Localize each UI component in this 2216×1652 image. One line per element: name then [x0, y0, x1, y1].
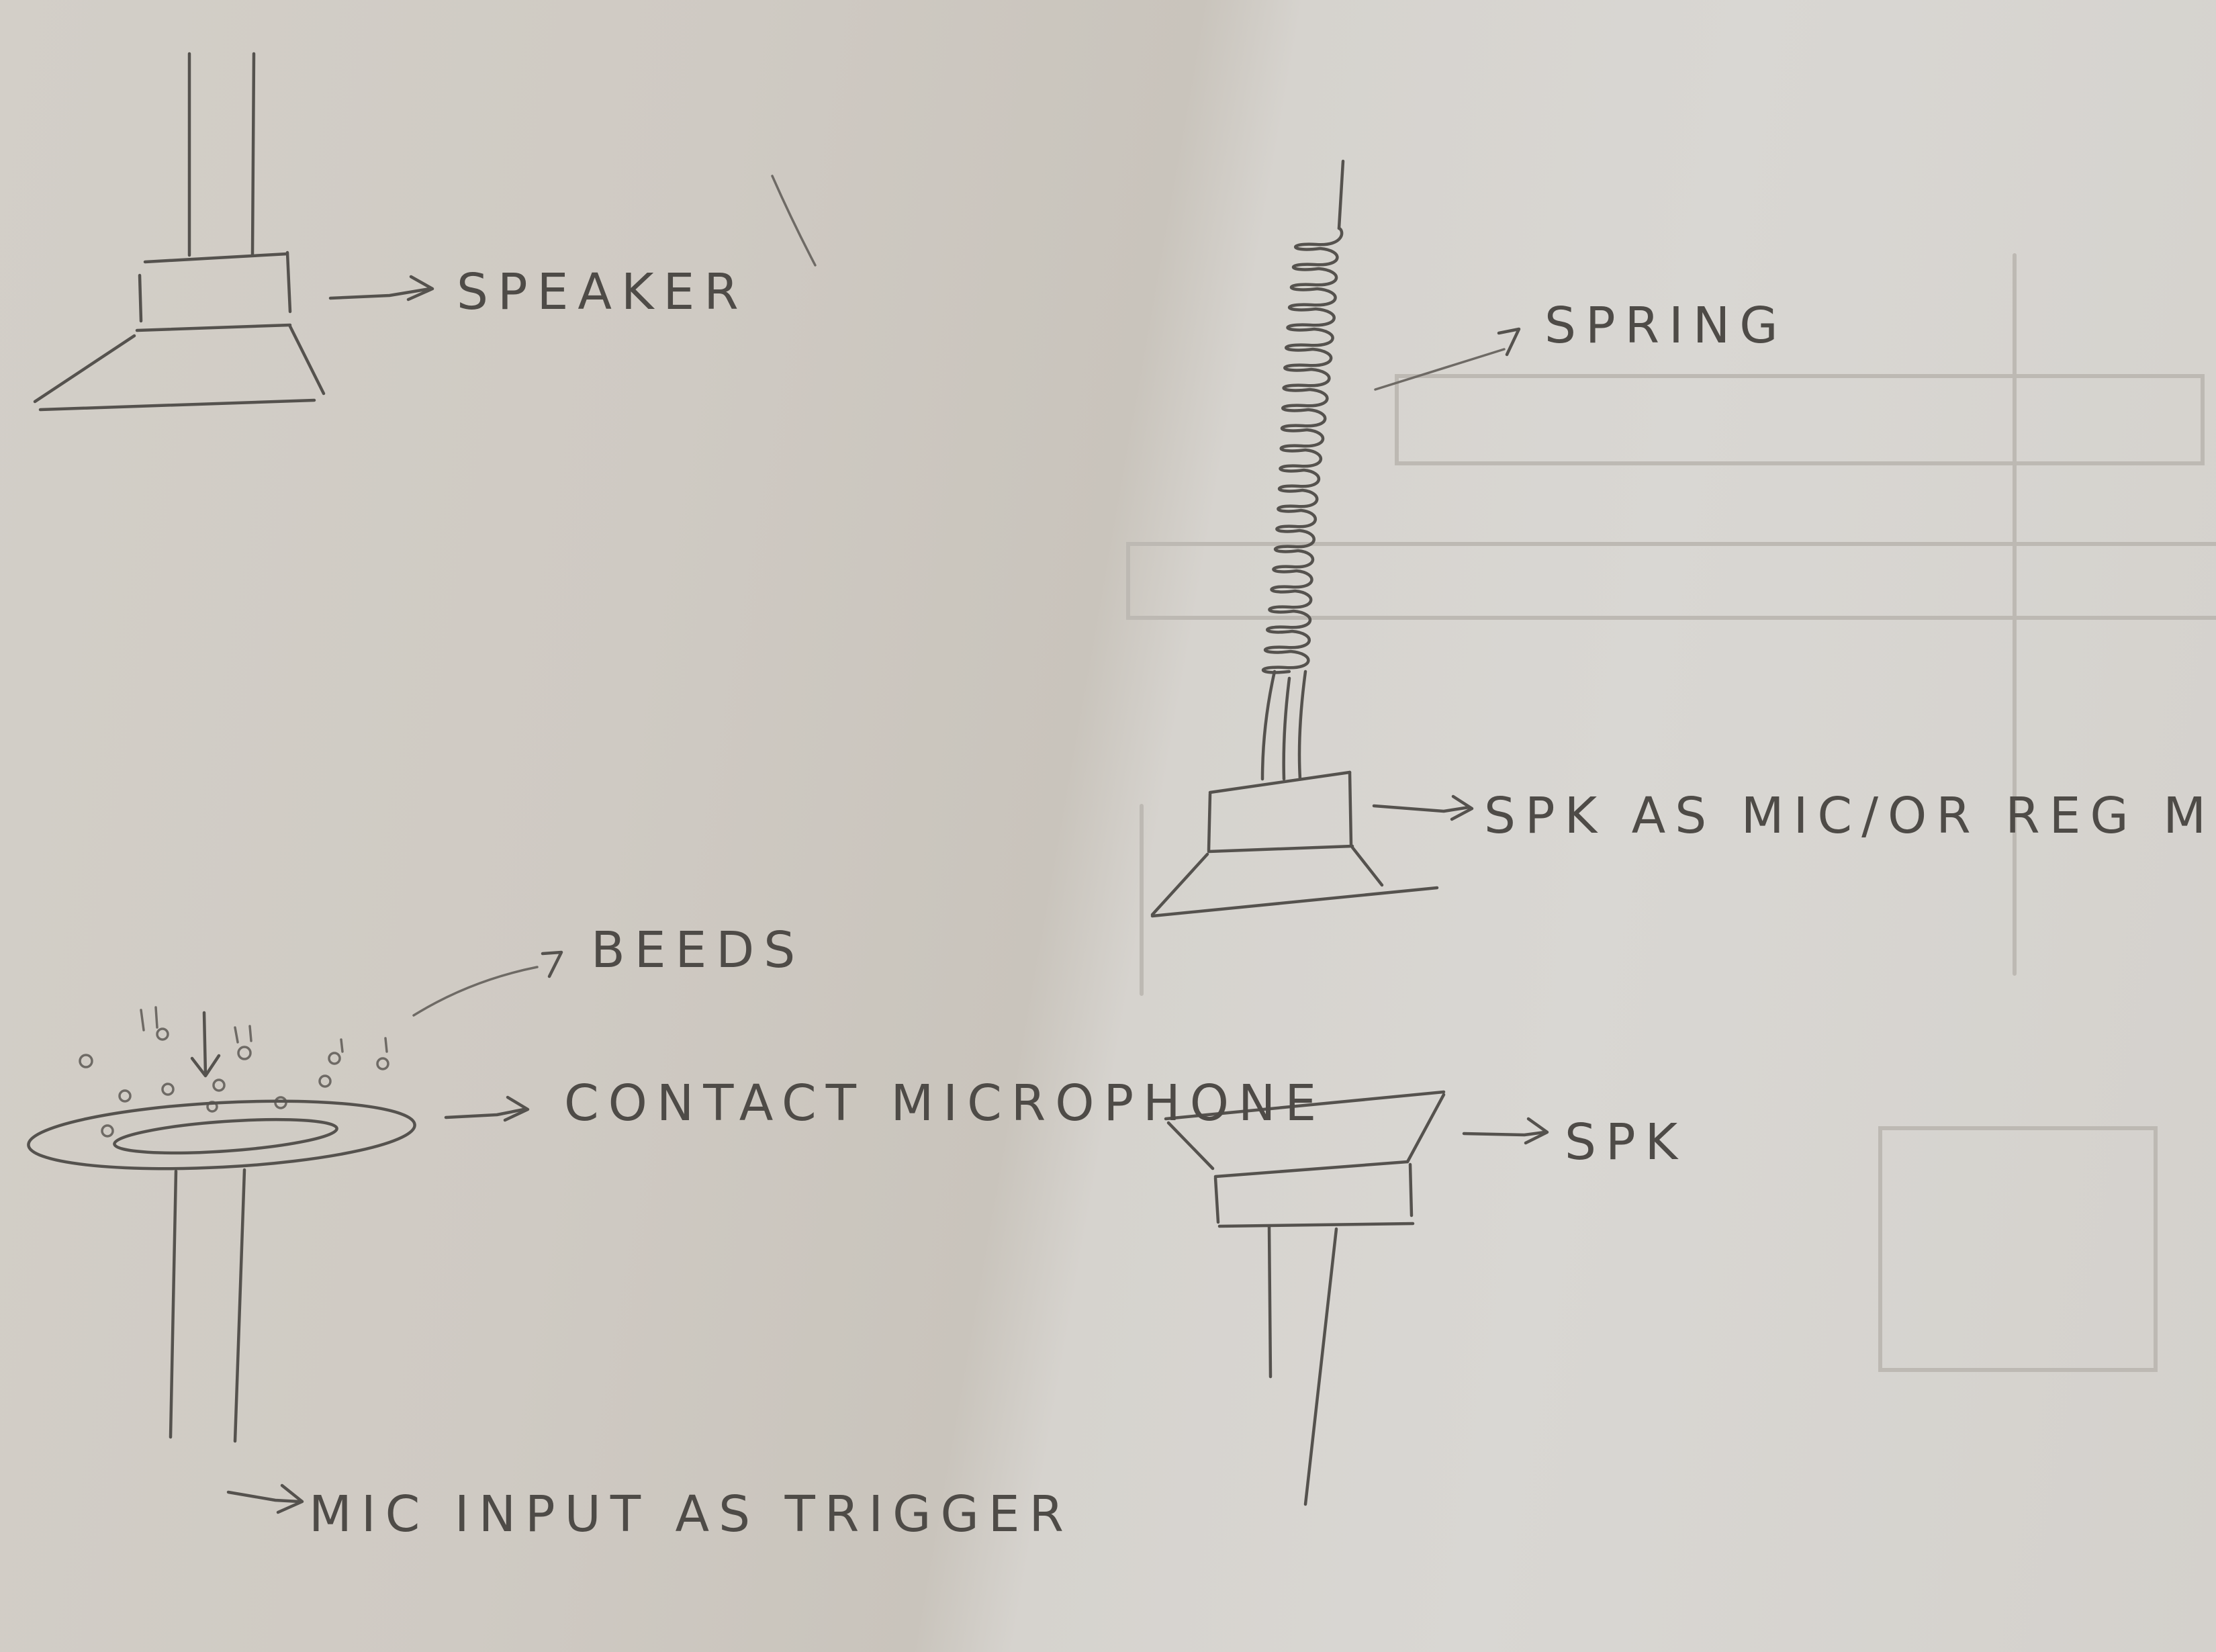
spk-as-mic-label-group: SPK AS MIC/OR REG MIC: [1374, 787, 2216, 845]
spring-drawing: [1262, 161, 1343, 779]
spk-label-group: SPK: [1464, 1113, 1687, 1171]
stray-pencil-mark: [772, 176, 815, 265]
spk-drawing: [1166, 1092, 1444, 1504]
beeds-label-group: BEEDS: [414, 921, 804, 1015]
speaker-drawing: [35, 54, 324, 410]
contact-microphone-drawing: [27, 1093, 416, 1441]
speaker-label: SPEAKER: [457, 263, 748, 321]
mic-input-label: MIC INPUT AS TRIGGER: [309, 1485, 1073, 1543]
spring-label: SPRING: [1544, 297, 1788, 355]
mic-input-label-group: MIC INPUT AS TRIGGER: [228, 1485, 1073, 1543]
beeds-label: BEEDS: [591, 921, 804, 979]
beads-drawing: [80, 1007, 388, 1136]
spk-label: SPK: [1565, 1113, 1687, 1171]
contact-microphone-label-group: CONTACT MICROPHONE: [446, 1074, 1326, 1132]
spk-as-mic-label: SPK AS MIC/OR REG MIC: [1484, 787, 2216, 845]
speaker-as-mic-drawing: [1152, 772, 1437, 916]
speaker-label-group: SPEAKER: [330, 263, 748, 321]
contact-microphone-label: CONTACT MICROPHONE: [564, 1074, 1326, 1132]
